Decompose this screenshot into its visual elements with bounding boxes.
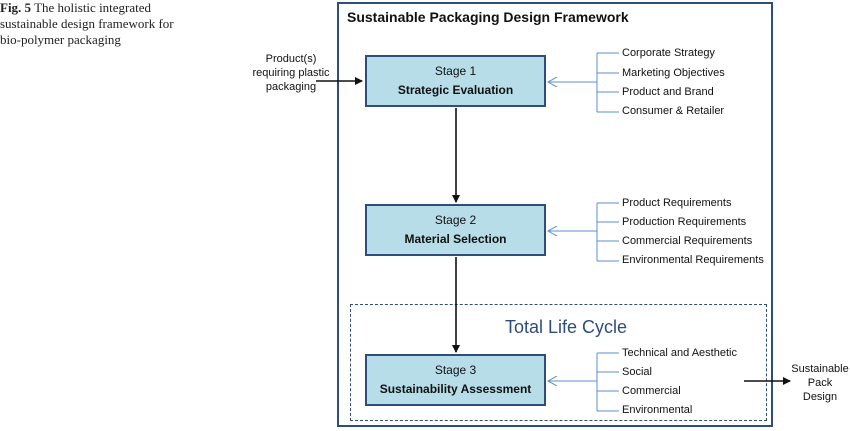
stage-3-box: Stage 3 Sustainability Assessment <box>365 354 546 406</box>
figure-label: Fig. 5 <box>0 0 32 15</box>
stage-3-input-bracket <box>548 352 619 412</box>
stage-1-number: Stage 1 <box>434 64 477 78</box>
stage-2-number: Stage 2 <box>434 213 477 227</box>
framework-frame <box>337 2 773 427</box>
stage-2-name: Material Selection <box>404 232 507 246</box>
stage-1-input: Marketing Objectives <box>622 67 725 79</box>
figure-caption: Fig. 5 The holistic integrated sustainab… <box>0 0 175 48</box>
stage-3-name: Sustainability Assessment <box>379 382 532 396</box>
stage-3-input: Technical and Aesthetic <box>622 347 737 359</box>
stage-2-input: Environmental Requirements <box>622 254 764 266</box>
stage-1-name: Strategic Evaluation <box>397 83 514 97</box>
stage-1-input-bracket <box>548 52 619 113</box>
stage-2-input: Commercial Requirements <box>622 235 753 247</box>
output-label: Sustainable Pack Design <box>791 363 849 403</box>
total-life-cycle-title: Total Life Cycle <box>505 317 628 337</box>
stage-3-input: Social <box>622 366 652 378</box>
stage-2-input: Product Requirements <box>622 197 732 209</box>
stage-3-number: Stage 3 <box>434 363 477 377</box>
stage-3-input: Environmental <box>622 404 693 416</box>
stage-1-input: Consumer & Retailer <box>622 105 725 117</box>
stage-2-input: Production Requirements <box>622 216 747 228</box>
stage-1-input: Product and Brand <box>622 86 714 98</box>
stage-1-box: Stage 1 Strategic Evaluation <box>365 55 546 107</box>
stage-3-input: Commercial <box>622 385 681 397</box>
stage-2-input-bracket <box>548 202 619 262</box>
total-life-cycle-region <box>350 304 767 421</box>
figure-caption-text: The holistic integrated sustainable desi… <box>0 0 174 47</box>
stage-1-input: Corporate Strategy <box>622 47 715 59</box>
stage-2-box: Stage 2 Material Selection <box>365 204 546 256</box>
framework-title: Sustainable Packaging Design Framework <box>347 9 629 25</box>
input-label: Product(s) requiring plastic packaging <box>252 53 330 93</box>
